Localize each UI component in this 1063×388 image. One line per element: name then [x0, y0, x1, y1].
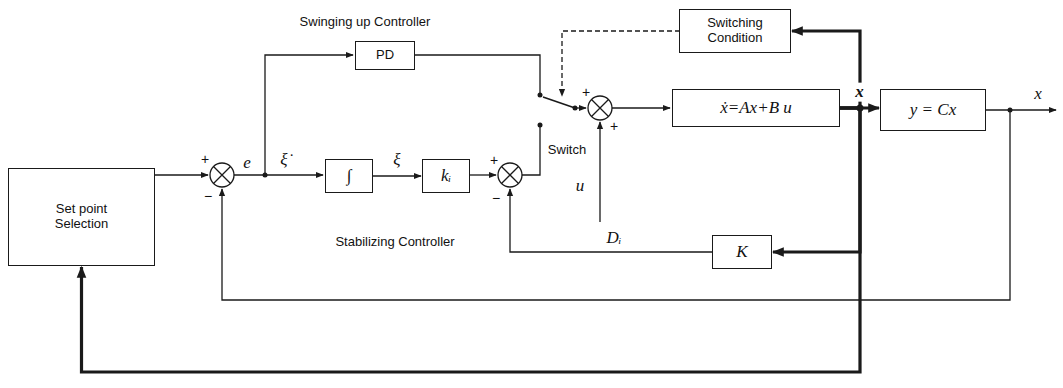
signal-wire	[234, 174, 323, 175]
box-text: y = Cx	[910, 100, 956, 120]
output-box: y = Cx	[880, 89, 986, 131]
sign-mark: +	[608, 119, 620, 134]
signal-name: Dᵢ	[605, 229, 624, 248]
signal-wire	[522, 125, 540, 175]
signal-name: u	[574, 177, 587, 196]
box-text: ẋ=Ax+B u	[720, 98, 792, 118]
switch-label: Switch	[546, 143, 588, 157]
signal-wire	[470, 174, 496, 175]
switch-command	[562, 31, 680, 96]
box-text: Switching Condition	[690, 16, 780, 46]
signal-name: e	[241, 154, 253, 173]
sign-mark: −	[490, 191, 502, 206]
sign-mark: +	[199, 152, 211, 167]
disturbance-wire	[599, 122, 600, 222]
signal-arrow	[373, 175, 421, 176]
feedback-wire	[222, 110, 1010, 300]
group-label: Swinging up Controller	[298, 15, 433, 29]
controller-box: PD	[355, 41, 415, 70]
branch-dot	[1008, 108, 1013, 113]
plant-box: ẋ=Ax+B u	[672, 89, 840, 127]
process-box: Set point Selection	[8, 168, 155, 266]
control-wire	[612, 107, 670, 108]
state-vector-line	[773, 108, 860, 252]
summing-junction	[498, 163, 522, 187]
group-label: Stabilizing Controller	[333, 235, 456, 249]
box-text: ∫	[347, 166, 352, 186]
branch-dot	[263, 173, 268, 178]
switch-contact	[538, 123, 543, 128]
signal-wire	[265, 55, 353, 175]
summing-junction	[210, 163, 234, 187]
switch-blade	[543, 97, 575, 108]
signal-name: ξ	[391, 151, 402, 170]
signal-name: x	[853, 83, 866, 102]
box-text: PD	[376, 48, 394, 63]
state-vector-line	[82, 108, 861, 372]
box-text: Set point Selection	[37, 202, 127, 232]
summing-junction	[588, 96, 612, 120]
box-text: K	[736, 242, 747, 262]
sign-mark: +	[580, 85, 592, 100]
condition-box: Switching Condition	[679, 9, 791, 53]
gain-box: kᵢ	[422, 159, 470, 193]
integrator-box: ∫	[325, 159, 373, 193]
signal-name: ξ̇	[278, 151, 289, 170]
signal-wire	[155, 174, 208, 175]
feedback-wire	[510, 189, 712, 252]
box-text: kᵢ	[441, 166, 451, 186]
switch-contact	[538, 93, 543, 98]
sign-mark: +	[488, 153, 500, 168]
signal-wire	[415, 55, 540, 93]
sign-mark: −	[202, 189, 214, 204]
signal-name: x	[1032, 85, 1044, 104]
output-wire	[986, 109, 1056, 110]
switch-pivot	[573, 106, 578, 111]
gain-box: K	[712, 235, 772, 269]
